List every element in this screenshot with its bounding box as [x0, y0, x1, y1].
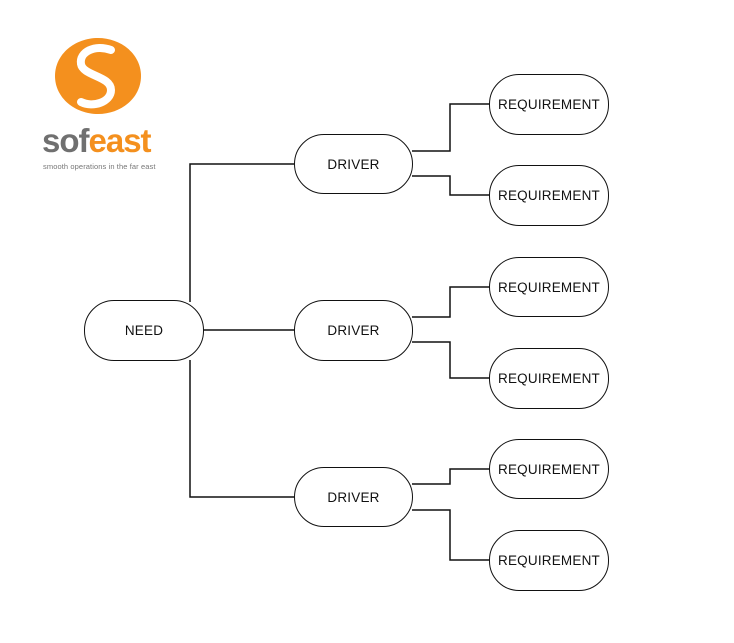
requirement-node-1-2: REQUIREMENT [489, 165, 609, 226]
driver-node-2: DRIVER [294, 300, 413, 361]
driver-node-3: DRIVER [294, 467, 413, 527]
requirement-node-label: REQUIREMENT [498, 188, 600, 203]
brand-wordmark-prefix: sof [42, 122, 89, 159]
brand-tagline: smooth operations in the far east [43, 162, 156, 171]
driver-2-to-requirement-2-connector [412, 341, 490, 379]
requirement-node-2-2: REQUIREMENT [489, 348, 609, 409]
driver-node-label: DRIVER [327, 489, 380, 505]
requirement-node-3-2: REQUIREMENT [489, 530, 609, 591]
need-node: NEED [84, 300, 204, 361]
requirement-node-label: REQUIREMENT [498, 279, 600, 295]
need-node-label: NEED [124, 323, 164, 338]
driver-2-to-requirement-1-connector [412, 286, 490, 318]
requirement-node-3-1: REQUIREMENT [489, 439, 609, 499]
need-to-driver-1-connector [189, 163, 294, 302]
need-to-driver-3-connector [189, 360, 294, 498]
driver-1-to-requirement-1-connector [412, 103, 490, 152]
requirement-node-label: REQUIREMENT [498, 371, 600, 386]
driver-node-label: DRIVER [327, 323, 380, 338]
driver-node-1: DRIVER [294, 134, 413, 194]
requirement-node-label: REQUIREMENT [498, 97, 600, 112]
requirement-node-1-1: REQUIREMENT [489, 74, 609, 135]
driver-3-to-requirement-2-connector [412, 509, 490, 561]
brand-wordmark-suffix: east [88, 122, 152, 159]
requirement-node-label: REQUIREMENT [498, 553, 600, 568]
sofeast-logo-icon [55, 38, 141, 114]
requirement-node-2-1: REQUIREMENT [489, 257, 609, 317]
driver-3-to-requirement-1-connector [412, 468, 490, 485]
brand-wordmark: sofeast [42, 122, 152, 159]
requirement-node-label: REQUIREMENT [498, 461, 600, 477]
driver-1-to-requirement-2-connector [412, 175, 490, 196]
driver-node-label: DRIVER [327, 156, 380, 172]
